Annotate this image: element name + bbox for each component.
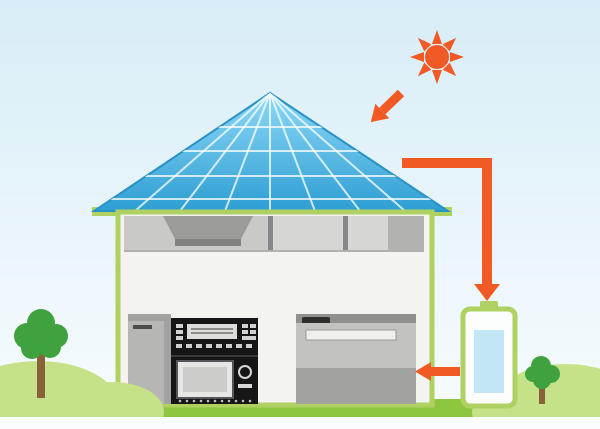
window-module <box>348 216 388 252</box>
window-divider <box>343 216 348 252</box>
display-line <box>191 332 233 334</box>
storage-battery <box>460 301 518 409</box>
arrow-battery-to-home <box>415 362 460 381</box>
kitchen-appliances <box>128 314 416 404</box>
bottom-dot-row <box>178 399 252 403</box>
tree-right <box>525 356 560 404</box>
oven-knob <box>238 365 252 379</box>
sun-rays <box>410 30 464 84</box>
dishwasher-handle <box>302 317 330 324</box>
kick-panel <box>296 368 416 404</box>
sun <box>410 30 464 84</box>
solar-panel-roof <box>90 91 452 212</box>
counter-top <box>296 314 416 323</box>
control-buttons <box>176 324 256 340</box>
range-hood <box>163 216 253 239</box>
upper-floor-windows <box>124 216 424 252</box>
window-divider <box>268 216 273 252</box>
window-module <box>273 216 343 252</box>
foreground-margin <box>0 417 600 429</box>
tree-trunk <box>37 348 45 398</box>
band-bottom-line <box>124 250 424 252</box>
arrow-roof-to-battery <box>402 158 500 301</box>
unit-divider <box>171 355 258 357</box>
tree-foliage <box>14 309 68 359</box>
tree-foliage <box>525 356 560 389</box>
sun-core <box>425 45 449 69</box>
dishwasher <box>296 314 416 404</box>
arrow-sun-to-roof <box>370 89 405 123</box>
oven-button <box>238 384 252 388</box>
house <box>90 91 452 408</box>
tree-trunk <box>539 382 545 404</box>
refrigerator-top <box>128 314 171 321</box>
window-module-dark <box>388 216 424 252</box>
range-hood-base <box>175 239 241 246</box>
refrigerator-side-shade <box>164 314 171 404</box>
oven-window-inner <box>183 367 227 392</box>
energy-flow-arrows <box>370 89 500 381</box>
display-line <box>191 328 233 330</box>
control-display <box>187 324 237 339</box>
vent-slot <box>305 329 397 341</box>
tree-left <box>14 309 68 398</box>
refrigerator-handle <box>133 325 152 329</box>
button-row <box>176 344 252 348</box>
battery-level-window <box>474 330 504 393</box>
oven-control-unit <box>171 318 258 404</box>
